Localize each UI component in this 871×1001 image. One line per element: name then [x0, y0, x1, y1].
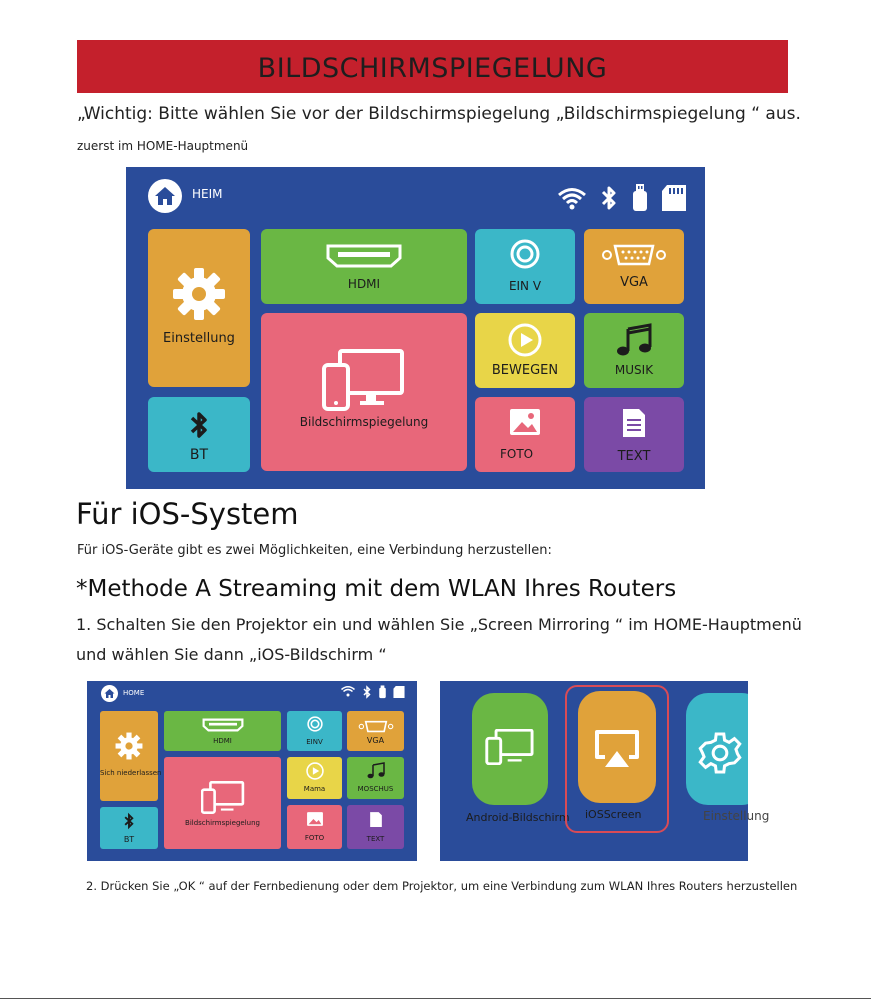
photo-icon: [508, 407, 542, 441]
tile-label: BEWEGEN: [491, 363, 559, 378]
tile-label: FOTO: [304, 834, 325, 842]
tile-label: Sich niederlassen: [100, 769, 162, 777]
home-icon: [148, 179, 182, 213]
hdmi-port-icon: [202, 717, 244, 736]
music-note-icon: [366, 762, 386, 783]
tile-movie[interactable]: BEWEGEN: [475, 313, 575, 388]
tile-label: VGA: [620, 275, 648, 290]
tile-settings[interactable]: Sich niederlassen: [100, 711, 162, 801]
gear-icon: [698, 731, 742, 779]
title-banner: BILDSCHIRMSPIEGELUNG: [77, 40, 788, 93]
music-note-icon: [614, 323, 654, 361]
tile-einv[interactable]: EINV: [287, 711, 342, 751]
av-input-icon: [306, 715, 324, 737]
tile-label: EINV: [306, 738, 323, 746]
hdmi-port-icon: [325, 243, 403, 273]
ios-option-highlight: [565, 685, 669, 833]
tile-label: Einstellung: [163, 331, 235, 346]
bluetooth-icon: [123, 812, 135, 834]
tile-hdmi[interactable]: HDMI: [261, 229, 467, 304]
gear-icon: [114, 731, 144, 765]
tile-photo[interactable]: FOTO: [287, 805, 342, 849]
tile-label: VGA: [366, 736, 385, 745]
tile-label: EIN V: [508, 279, 542, 293]
two-ways-text: Für iOS-Geräte gibt es zwei Möglichkeite…: [77, 543, 552, 558]
photo-icon: [306, 811, 324, 831]
tile-hdmi[interactable]: HDMI: [164, 711, 281, 751]
home-icon: [101, 685, 118, 702]
settings-option[interactable]: [686, 693, 748, 805]
tile-label: HDMI: [347, 277, 381, 291]
home-label: HOME: [123, 689, 145, 697]
ios-screen-option[interactable]: [578, 691, 656, 803]
step1-text-cont: und wählen Sie dann „iOS-Bildschirm “: [76, 645, 387, 664]
home-screen-large: HEIM Einstellung HDMI EIN V: [126, 167, 705, 489]
tile-movie[interactable]: Mama: [287, 757, 342, 799]
wifi-icon: [341, 686, 355, 697]
home-screen-small: HOME Sich niederlassen HDMI EINV VGA: [87, 681, 417, 861]
usb-icon: [379, 685, 386, 699]
section-heading: Für iOS-System: [76, 497, 299, 531]
status-bar: [340, 685, 405, 699]
tile-photo[interactable]: FOTO: [475, 397, 575, 472]
tile-label: Mama: [303, 785, 326, 793]
tile-text[interactable]: TEXT: [584, 397, 684, 472]
android-screen-option[interactable]: [472, 693, 548, 805]
tile-music[interactable]: MUSIK: [584, 313, 684, 388]
ios-label: iOSScreen: [585, 808, 642, 821]
play-icon: [508, 323, 542, 361]
tile-label: Bildschirmspiegelung: [185, 819, 260, 827]
tile-vga[interactable]: VGA: [347, 711, 404, 751]
android-devices-icon: [484, 728, 536, 769]
tile-mirroring[interactable]: Bildschirmspiegelung: [164, 757, 281, 849]
tile-label: BT: [189, 447, 209, 463]
tile-label: MOSCHUS: [357, 785, 394, 793]
sd-card-icon: [661, 184, 687, 216]
bluetooth-icon: [599, 184, 619, 216]
bluetooth-icon: [188, 409, 210, 445]
tile-einv[interactable]: EIN V: [475, 229, 575, 304]
tile-bt[interactable]: BT: [100, 807, 158, 849]
airplay-icon: [593, 729, 641, 773]
wifi-icon: [557, 186, 587, 214]
android-label: Android-Bildschirm: [466, 811, 570, 824]
mirroring-devices-icon: [200, 781, 245, 818]
sd-card-icon: [393, 686, 405, 698]
page-bottom-divider: [0, 998, 871, 999]
usb-icon: [631, 183, 649, 217]
tile-label: Bildschirmspiegelung: [299, 415, 429, 429]
mirror-selection-screen: Android-Bildschirm iOSScreen: [440, 681, 748, 861]
tile-label: TEXT: [366, 835, 385, 843]
tile-label: BT: [123, 835, 135, 844]
tile-bt[interactable]: BT: [148, 397, 250, 472]
tile-label: HDMI: [213, 737, 232, 745]
step1-text: 1. Schalten Sie den Projektor ein und wä…: [76, 615, 802, 634]
settings-label: Einstellung: [703, 809, 770, 823]
tile-label: TEXT: [617, 449, 651, 464]
tile-mirroring[interactable]: Bildschirmspiegelung: [261, 313, 467, 471]
step2-text: 2. Drücken Sie „OK “ auf der Fernbedienu…: [86, 879, 798, 893]
gear-icon: [170, 265, 228, 327]
tile-label: FOTO: [500, 447, 534, 461]
document-icon: [621, 407, 647, 443]
tile-text[interactable]: TEXT: [347, 805, 404, 849]
home-label: HEIM: [192, 187, 223, 201]
av-input-icon: [508, 237, 542, 275]
document-icon: [369, 811, 383, 832]
play-icon: [305, 762, 324, 784]
tile-settings[interactable]: Einstellung: [148, 229, 250, 387]
first-note: zuerst im HOME-Hauptmenü: [77, 139, 249, 153]
page-title: BILDSCHIRMSPIEGELUNG: [257, 53, 608, 84]
bluetooth-icon: [363, 685, 371, 699]
method-heading: *Methode A Streaming mit dem WLAN Ihres …: [76, 576, 677, 602]
tile-music[interactable]: MOSCHUS: [347, 757, 404, 799]
important-note: „Wichtig: Bitte wählen Sie vor der Bilds…: [77, 104, 801, 124]
vga-port-icon: [601, 243, 667, 271]
mirroring-devices-icon: [322, 349, 406, 415]
status-bar: [557, 183, 687, 217]
tile-label: MUSIK: [614, 363, 654, 377]
vga-port-icon: [358, 718, 394, 737]
tile-vga[interactable]: VGA: [584, 229, 684, 304]
